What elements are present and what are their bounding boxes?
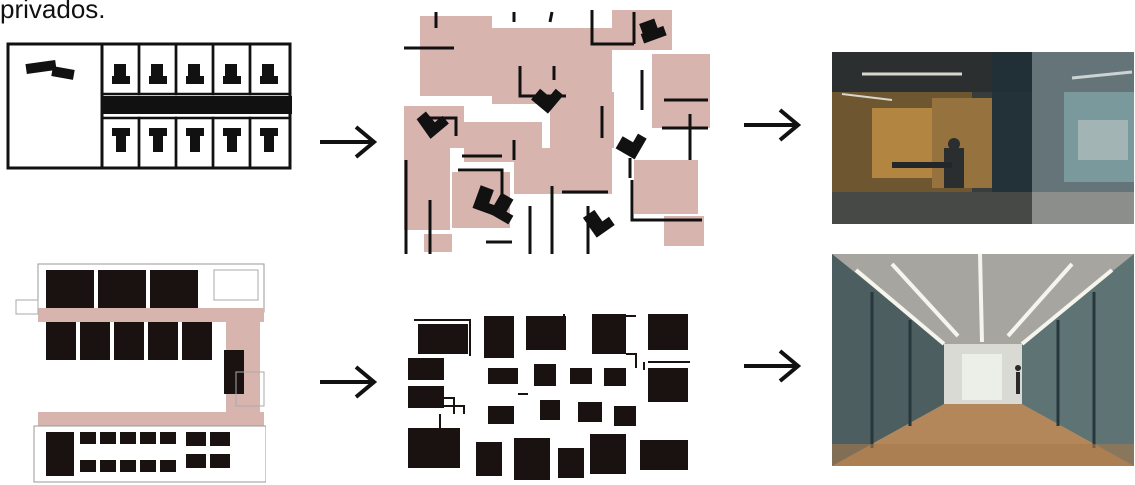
- scattered-desks-plan: [402, 10, 710, 255]
- glass-corridor-photo: [832, 254, 1134, 466]
- desk-rows-plan: [6, 42, 294, 170]
- building-floorplan: [14, 262, 266, 484]
- caption-text: privados.: [0, 0, 106, 25]
- glass-office-photo: [832, 52, 1134, 224]
- scattered-rooms-plan: [404, 310, 696, 482]
- arrow-right-icon: [318, 362, 378, 402]
- arrow-right-icon: [742, 105, 802, 145]
- arrow-right-icon: [742, 346, 802, 386]
- arrow-right-icon: [318, 122, 378, 162]
